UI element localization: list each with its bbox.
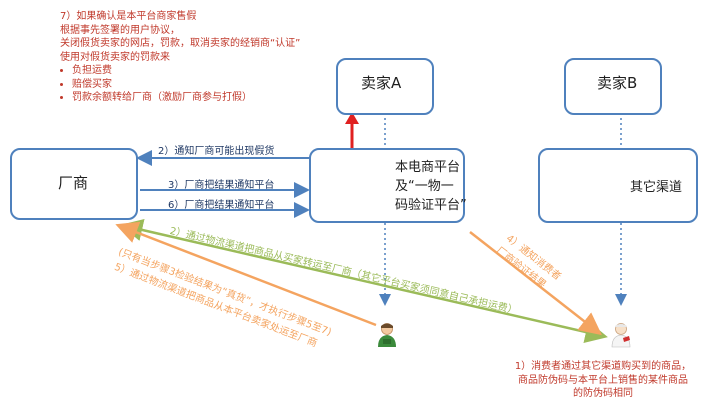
- green-arrow-step2: [120, 218, 608, 344]
- platform-box: [309, 148, 465, 223]
- note-bullet: 负担运费: [72, 64, 300, 78]
- message-step2: 2）通知厂商可能出现假货: [158, 146, 275, 157]
- message-step3: 3）厂商把结果通知平台: [168, 180, 275, 191]
- note-step7-line1: 根据事先签署的用户协议，: [60, 24, 180, 36]
- seller-b-box: [564, 58, 662, 115]
- manufacturer-label: 厂商: [58, 174, 89, 192]
- platform-label-line3: 码验证平台”: [395, 198, 467, 213]
- note-bullet: 罚款余额转给厂商（激励厂商参与打假）: [72, 91, 300, 105]
- seller-a-box: [336, 58, 434, 115]
- note-step7-title: 7）如果确认是本平台商家售假: [60, 11, 197, 22]
- note-step7-bullets: 负担运费 赔偿买家 罚款余额转给厂商（激励厂商参与打假）: [60, 64, 300, 105]
- note-step7: 7）如果确认是本平台商家售假 根据事先签署的用户协议， 关闭假货卖家的网店，罚款…: [60, 10, 300, 105]
- message-step6: 6）厂商把结果通知平台: [168, 200, 275, 211]
- consumer-person-icon: [611, 323, 631, 348]
- other-channels-label: 其它渠道: [630, 180, 683, 195]
- platform-label-line1: 本电商平台: [395, 160, 461, 175]
- seller-a-label: 卖家A: [361, 74, 402, 92]
- other-channels-box: [538, 148, 698, 223]
- note-step1-line1: 1）消费者通过其它渠道购买到的商品，: [514, 361, 692, 372]
- red-arrowhead: [345, 112, 359, 124]
- platform-label-line2: 及“一物一: [395, 179, 454, 194]
- note-step1-line3: 的防伪码相同: [573, 388, 633, 399]
- manufacturer-box: [10, 148, 138, 220]
- orange-arrow-step5: [115, 221, 377, 327]
- note-step7-line3: 使用对假货卖家的罚款来: [60, 51, 170, 63]
- note-step7-line2: 关闭假货卖家的网店，罚款，取消卖家的经销商“认证”: [60, 38, 301, 49]
- note-step1-line2: 商品防伪码与本平台上销售的某件商品: [518, 374, 688, 386]
- note-step1: 1）消费者通过其它渠道购买到的商品， 商品防伪码与本平台上销售的某件商品 的防伪…: [488, 360, 718, 401]
- orange-arrow-step4: [469, 231, 602, 336]
- note-bullet: 赔偿买家: [72, 78, 300, 92]
- seller-b-label: 卖家B: [597, 74, 638, 92]
- seller-person-icon: [378, 323, 396, 347]
